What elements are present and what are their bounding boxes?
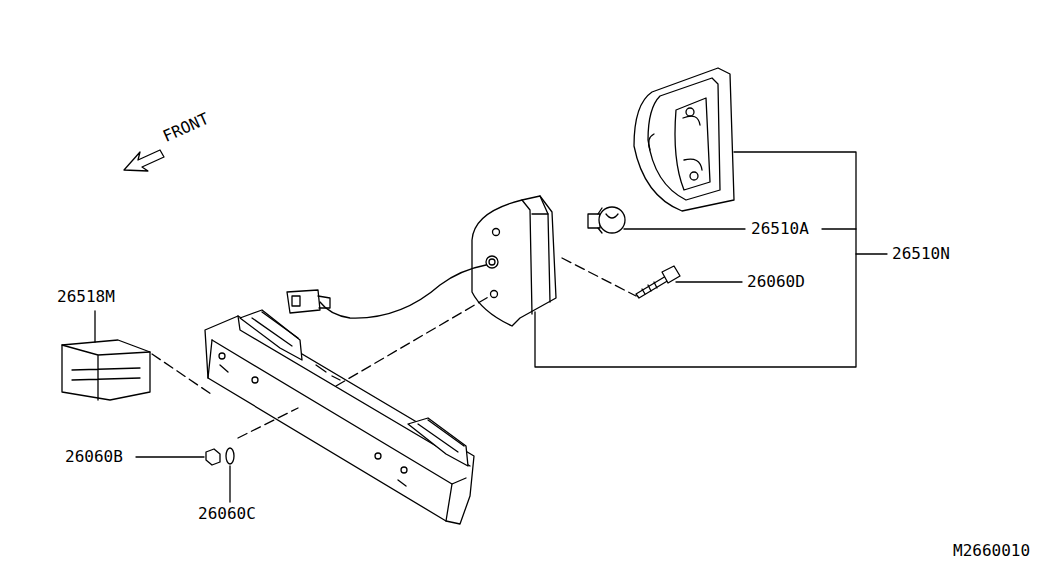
front-arrow [124, 150, 164, 171]
lamp-lens [634, 68, 734, 211]
nut [206, 449, 220, 465]
callout-number: 26510A [750, 219, 810, 239]
assembly-lines [152, 258, 636, 438]
bulb [588, 207, 625, 233]
clip [62, 340, 150, 400]
wire-harness [287, 265, 486, 318]
callout-number: 26518M [56, 287, 116, 307]
bolt [636, 266, 680, 298]
leader-lines [95, 152, 887, 502]
callout-number: 26060B [64, 447, 124, 467]
lamp-housing [472, 196, 556, 326]
callout-number: 26510N [891, 244, 951, 264]
washer [226, 448, 234, 464]
diagram-code: M2660010 [952, 541, 1031, 561]
mounting-bracket [205, 310, 474, 524]
callout-number: 26060D [746, 272, 806, 292]
callout-number: 26060C [197, 504, 257, 524]
direction-label: FRONT [159, 108, 213, 147]
